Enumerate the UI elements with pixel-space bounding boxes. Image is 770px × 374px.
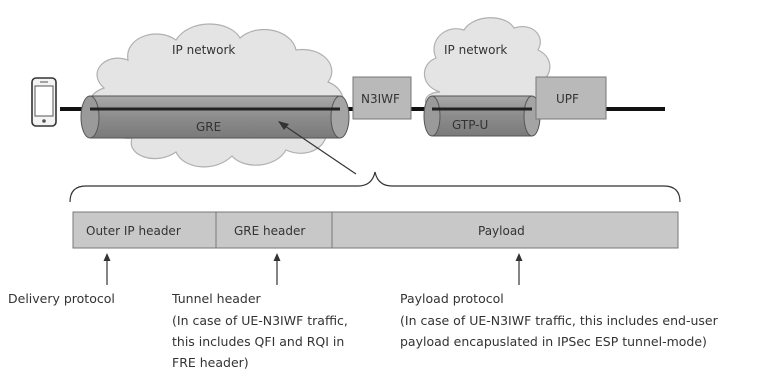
gre-tunnel: GRE xyxy=(80,95,350,139)
up-arrows xyxy=(103,253,523,285)
gtpu-tunnel: GTP-U xyxy=(423,95,541,137)
pointer-arrow xyxy=(278,121,357,175)
n3iwf-node: N3IWF xyxy=(352,76,412,120)
payload-line-2: payload encapuslated in IPSec ESP tunnel… xyxy=(400,334,707,349)
tunnel-line-3: FRE header) xyxy=(172,355,249,370)
delivery-line-0: Delivery protocol xyxy=(8,291,115,306)
tunnel-line-0: Tunnel header xyxy=(171,291,262,306)
n3iwf-label: N3IWF xyxy=(361,92,400,106)
packet-structure: Outer IP header GRE header Payload xyxy=(72,211,679,249)
delivery-protocol-annotation: Delivery protocol xyxy=(8,291,115,306)
payload-protocol-annotation: Payload protocol (In case of UE-N3IWF tr… xyxy=(400,291,719,349)
gre-tunnel-label: GRE xyxy=(196,120,221,134)
payload-label: Payload xyxy=(478,224,525,238)
upf-node: UPF xyxy=(535,76,607,120)
tunnel-line-2: this includes QFI and RQI in xyxy=(172,334,344,349)
ip-network-cloud-left: IP network xyxy=(88,23,345,168)
outer-ip-header-segment xyxy=(72,211,217,249)
payload-line-0: Payload protocol xyxy=(400,291,504,306)
payload-segment xyxy=(331,211,679,249)
phone-icon xyxy=(31,77,57,127)
cloud-left-label: IP network xyxy=(172,43,235,57)
upf-label: UPF xyxy=(556,92,579,106)
gre-header-label: GRE header xyxy=(234,224,305,238)
gre-header-segment xyxy=(215,211,333,249)
tunnel-line-1: (In case of UE-N3IWF traffic, xyxy=(172,313,348,328)
payload-line-1: (In case of UE-N3IWF traffic, this inclu… xyxy=(400,313,719,328)
packet-brace xyxy=(69,171,681,203)
outer-ip-header-label: Outer IP header xyxy=(86,224,181,238)
tunnel-header-annotation: Tunnel header (In case of UE-N3IWF traff… xyxy=(171,291,348,370)
cloud-right-label: IP network xyxy=(444,43,507,57)
gtpu-tunnel-label: GTP-U xyxy=(452,118,488,132)
